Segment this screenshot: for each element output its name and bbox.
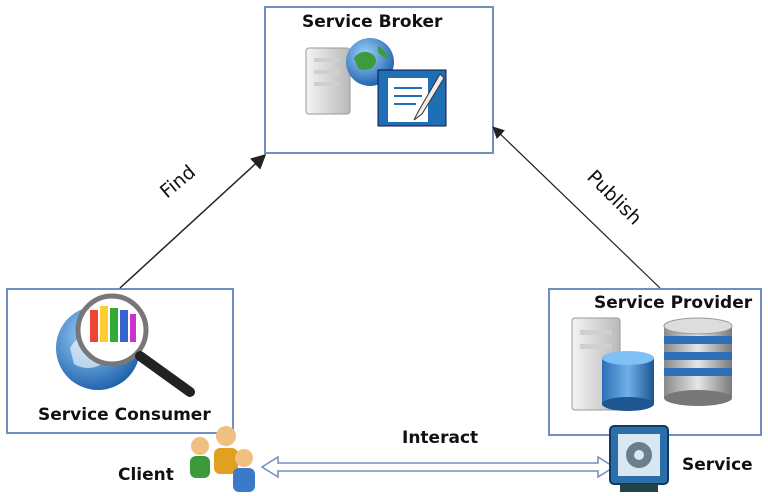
service-provider-title: Service Provider [594,293,753,313]
interact-edge-label: Interact [402,428,479,448]
service-label: Service [682,455,753,475]
users-icon [190,426,255,492]
service-gear-icon [609,425,669,492]
database-icon [602,351,654,411]
server-icon [305,47,351,115]
find-arrow [119,153,267,289]
service-consumer-title: Service Consumer [38,405,211,425]
client-label: Client [118,465,174,485]
publish-arrow [492,126,661,289]
magnifier-people-icon [75,293,195,397]
document-pen-icon [377,69,447,127]
service-broker-title: Service Broker [302,12,443,32]
interact-arrow [260,455,616,479]
database-icon [663,317,733,406]
